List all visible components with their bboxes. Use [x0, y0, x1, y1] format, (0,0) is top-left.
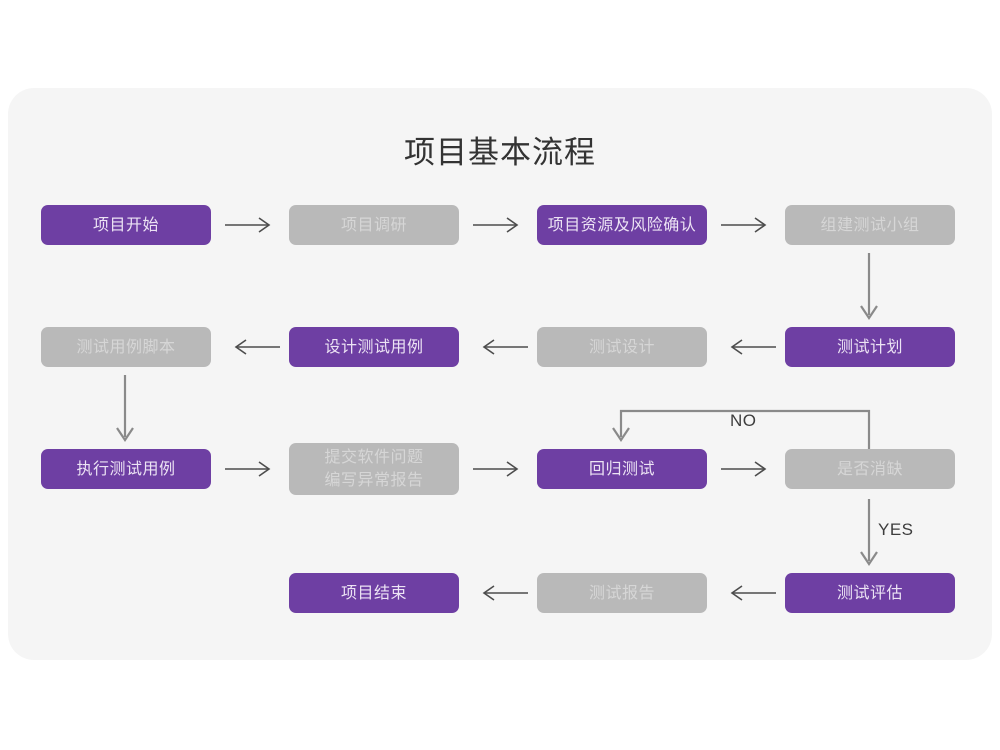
node-test-case-script[interactable]: 测试用例脚本	[41, 327, 211, 367]
node-execute-test-case[interactable]: 执行测试用例	[41, 449, 211, 489]
node-resource-risk-confirm[interactable]: 项目资源及风险确认	[537, 205, 707, 245]
node-regression-test[interactable]: 回归测试	[537, 449, 707, 489]
node-project-start[interactable]: 项目开始	[41, 205, 211, 245]
page-title: 项目基本流程	[404, 135, 596, 170]
node-project-end[interactable]: 项目结束	[289, 573, 459, 613]
node-test-evaluation[interactable]: 测试评估	[785, 573, 955, 613]
node-submit-bug-report[interactable]: 提交软件问题 编写异常报告	[289, 443, 459, 495]
edge-label-yes: YES	[878, 520, 914, 539]
node-test-design[interactable]: 测试设计	[537, 327, 707, 367]
flowchart-card	[8, 88, 992, 660]
node-test-plan[interactable]: 测试计划	[785, 327, 955, 367]
node-design-test-case[interactable]: 设计测试用例	[289, 327, 459, 367]
node-build-test-team[interactable]: 组建测试小组	[785, 205, 955, 245]
node-project-research[interactable]: 项目调研	[289, 205, 459, 245]
node-is-defect-cleared[interactable]: 是否消缺	[785, 449, 955, 489]
edge-label-no: NO	[730, 411, 757, 430]
node-test-report[interactable]: 测试报告	[537, 573, 707, 613]
